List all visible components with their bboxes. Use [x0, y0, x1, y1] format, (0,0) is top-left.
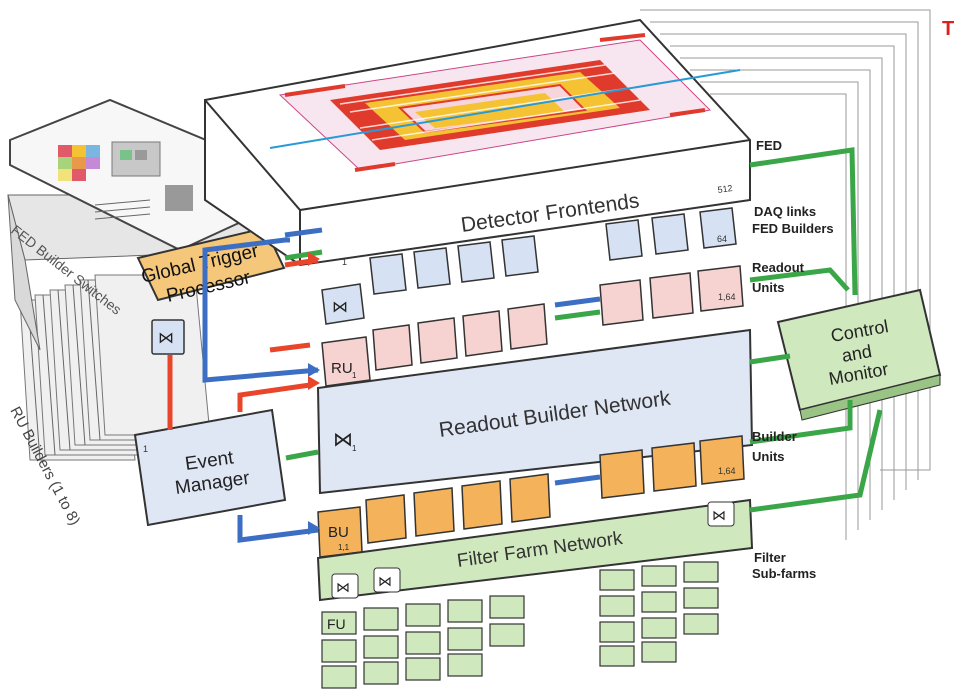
svg-text:⋈: ⋈ [712, 507, 726, 523]
filter-farm-network: ⋈ ⋈ ⋈ [316, 498, 754, 602]
svg-text:⋈: ⋈ [378, 573, 392, 589]
label-sub-farms: Sub-farms [752, 566, 816, 581]
svg-text:1: 1 [352, 444, 357, 453]
filter-units [321, 561, 719, 689]
builder-units-row [365, 435, 745, 544]
trigger-grid-block [165, 185, 193, 211]
control-links [284, 147, 883, 513]
readout-unit-first: RU 1 [321, 336, 371, 387]
red-links [167, 257, 319, 430]
fed-count-512: 512 [717, 183, 733, 195]
svg-text:⋈: ⋈ [158, 330, 174, 347]
blue-links [202, 227, 601, 543]
readout-units-row [372, 265, 744, 371]
label-filter: Filter [754, 550, 786, 565]
readout-count-164: 1,64 [718, 292, 736, 302]
fed-builder-boxes [369, 207, 737, 295]
fed-index-1: 1 [342, 257, 347, 267]
control-and-monitor [776, 288, 942, 421]
label-builder: Builder [752, 429, 797, 444]
readout-builder-network: ⋈ 1 [316, 328, 754, 495]
detector-cross-section [269, 33, 741, 172]
label-readout-units: Units [752, 280, 785, 295]
builder-unit-first: BU 1,1 [317, 506, 363, 558]
ffn-switch-icon-right [707, 501, 735, 527]
svg-text:⋈: ⋈ [332, 299, 348, 316]
detector-frontends-plate [204, 18, 751, 267]
ffn-switch-icon-left2 [373, 567, 401, 593]
ru-label: RU [331, 360, 353, 377]
svg-text:⋈: ⋈ [336, 579, 350, 595]
rbn-switch-icon: ⋈ [333, 429, 353, 451]
event-manager-index: 1 [143, 444, 148, 454]
label-fed: FED [756, 138, 782, 153]
arrowheads [308, 252, 320, 535]
gtp-switch-icon: ⋈ [151, 319, 185, 355]
ru-builders-stack [19, 274, 211, 461]
ru-sub-label: 1 [352, 371, 357, 380]
fed-builder-count-64: 64 [717, 234, 727, 244]
builder-count-164: 1,64 [718, 466, 736, 476]
label-readout: Readout [752, 260, 805, 275]
label-daq-links: DAQ links [754, 204, 816, 219]
event-manager [133, 408, 287, 527]
side-labels: FED DAQ links FED Builders Readout Units… [752, 138, 834, 581]
trigger-logic-tiles [58, 141, 161, 181]
fed-builder-switch-icon: ⋈ [321, 283, 365, 325]
bu-label: BU [328, 524, 349, 541]
label-fed-builders: FED Builders [752, 221, 834, 236]
corner-title-fragment: T [942, 18, 955, 40]
bu-sub-label: 1,1 [338, 543, 350, 552]
ffn-switch-icon-left1 [331, 573, 359, 599]
label-builder-units: Units [752, 449, 785, 464]
fu-label: FU [327, 616, 346, 632]
background-planes [640, 9, 931, 540]
